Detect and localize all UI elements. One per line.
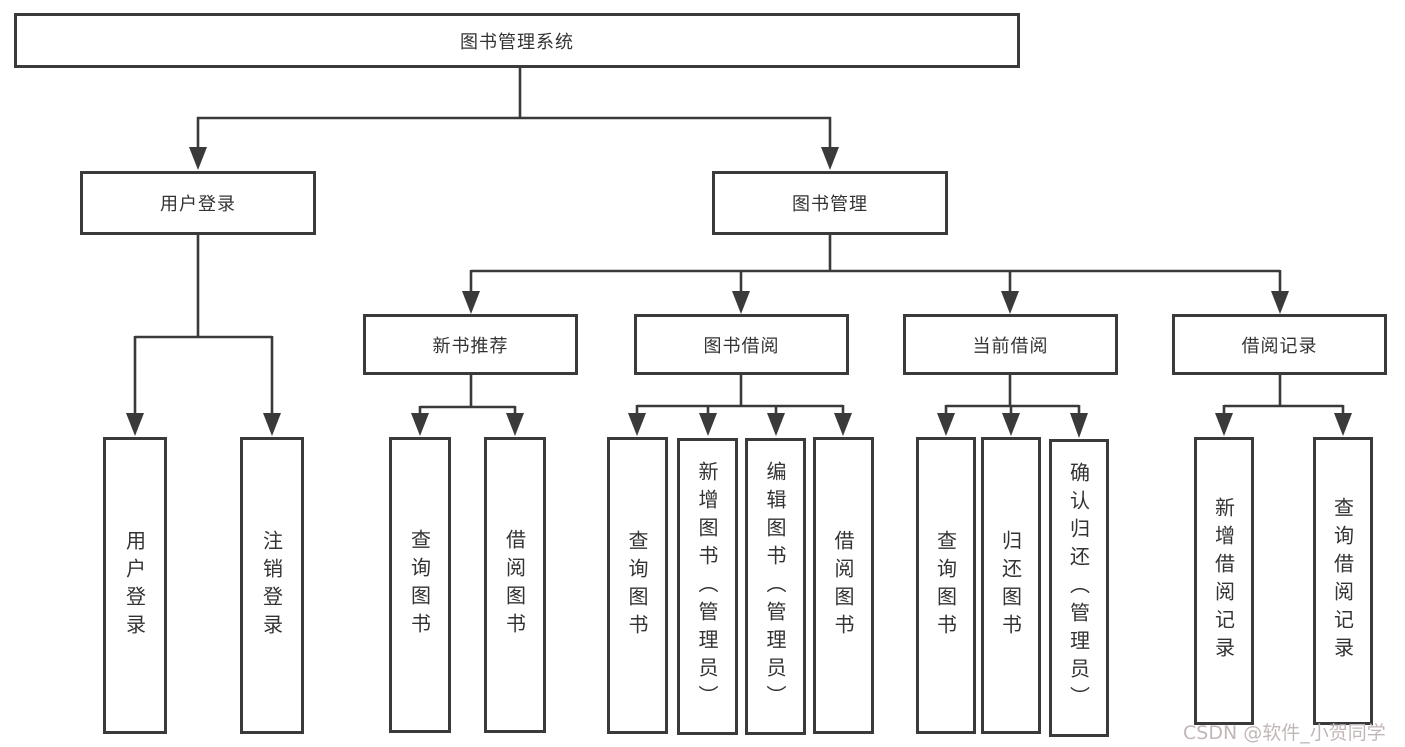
leaf-query-borrow-record: 查询借阅记录: [1313, 437, 1373, 725]
leaf-logout-label: 注销登录: [259, 529, 284, 642]
leaf-borrow-books-recommend: 借阅图书: [484, 437, 546, 733]
leaf-confirm-return-admin: 确认归还（管理员）: [1049, 439, 1109, 737]
leaf-query-books-recommend: 查询图书: [389, 437, 451, 733]
leaf-borrow-books-recommend-label: 借阅图书: [502, 529, 527, 641]
leaf-user-login-label: 用户登录: [122, 529, 147, 642]
csdn-watermark: CSDN @软件_小贺同学: [1183, 722, 1386, 744]
node-book-borrowing: 图书借阅: [634, 314, 849, 375]
leaf-query-books-borrow: 查询图书: [607, 437, 668, 734]
leaf-query-books-current: 查询图书: [916, 437, 976, 734]
leaf-borrow-books-borrow: 借阅图书: [813, 437, 874, 734]
node-book-management: 图书管理: [712, 171, 948, 235]
leaf-user-login: 用户登录: [103, 437, 167, 734]
leaf-edit-book-admin: 编辑图书（管理员）: [745, 438, 806, 735]
node-library-system: 图书管理系统: [14, 13, 1020, 68]
leaf-borrow-books-borrow-label: 借阅图书: [831, 529, 855, 642]
node-user-login: 用户登录: [80, 171, 316, 235]
node-borrowing-records: 借阅记录: [1172, 314, 1387, 375]
leaf-confirm-return-admin-label: 确认归还（管理员）: [1066, 462, 1091, 714]
leaf-query-borrow-record-label: 查询借阅记录: [1330, 497, 1355, 665]
leaf-return-books: 归还图书: [981, 437, 1041, 734]
leaf-edit-book-admin-label: 编辑图书（管理员）: [763, 460, 787, 713]
node-new-book-recommend: 新书推荐: [363, 314, 578, 375]
leaf-add-borrow-record: 新增借阅记录: [1194, 437, 1254, 725]
leaf-return-books-label: 归还图书: [998, 529, 1023, 642]
leaf-query-books-current-label: 查询图书: [933, 529, 958, 642]
leaf-query-books-borrow-label: 查询图书: [625, 529, 649, 642]
leaf-query-books-recommend-label: 查询图书: [407, 529, 432, 641]
node-current-borrowing: 当前借阅: [903, 314, 1118, 375]
leaf-add-book-admin: 新增图书（管理员）: [677, 438, 738, 735]
leaf-logout: 注销登录: [240, 437, 304, 734]
leaf-add-book-admin-label: 新增图书（管理员）: [695, 460, 719, 713]
leaf-add-borrow-record-label: 新增借阅记录: [1211, 497, 1236, 665]
